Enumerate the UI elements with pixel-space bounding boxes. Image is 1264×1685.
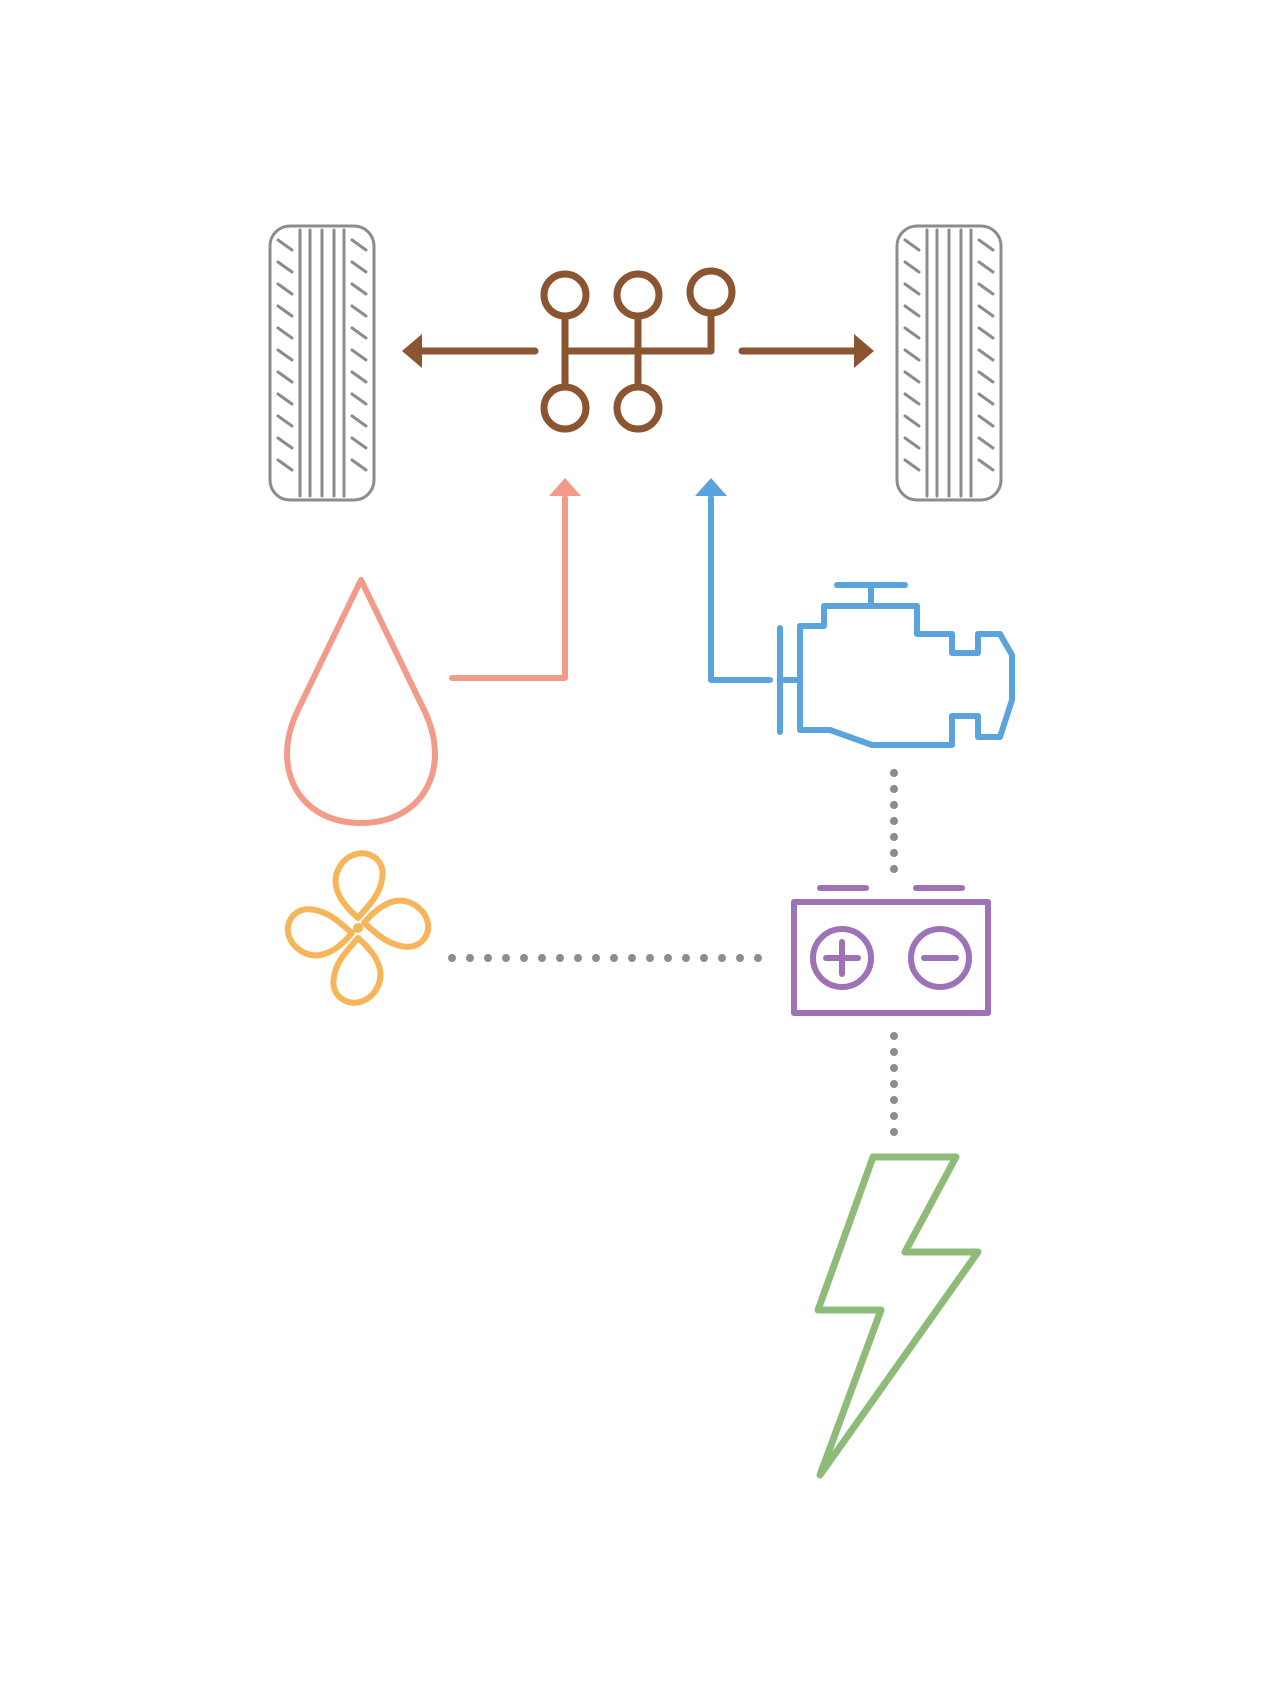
arrow-to-right-wheel (738, 334, 874, 368)
right-tire-icon (895, 224, 1003, 502)
arrow-engine-to-transmission (695, 478, 773, 683)
left-tire-icon (268, 224, 376, 502)
fan-icon (284, 850, 432, 1006)
arrow-to-left-wheel (402, 334, 539, 368)
fuel-drop-icon (284, 577, 438, 826)
lightning-icon (814, 1153, 982, 1479)
engine-icon (777, 582, 1015, 748)
gear-shift-icon (540, 267, 736, 433)
arrow-fuel-to-transmission (449, 478, 581, 681)
battery-icon (791, 885, 991, 1016)
